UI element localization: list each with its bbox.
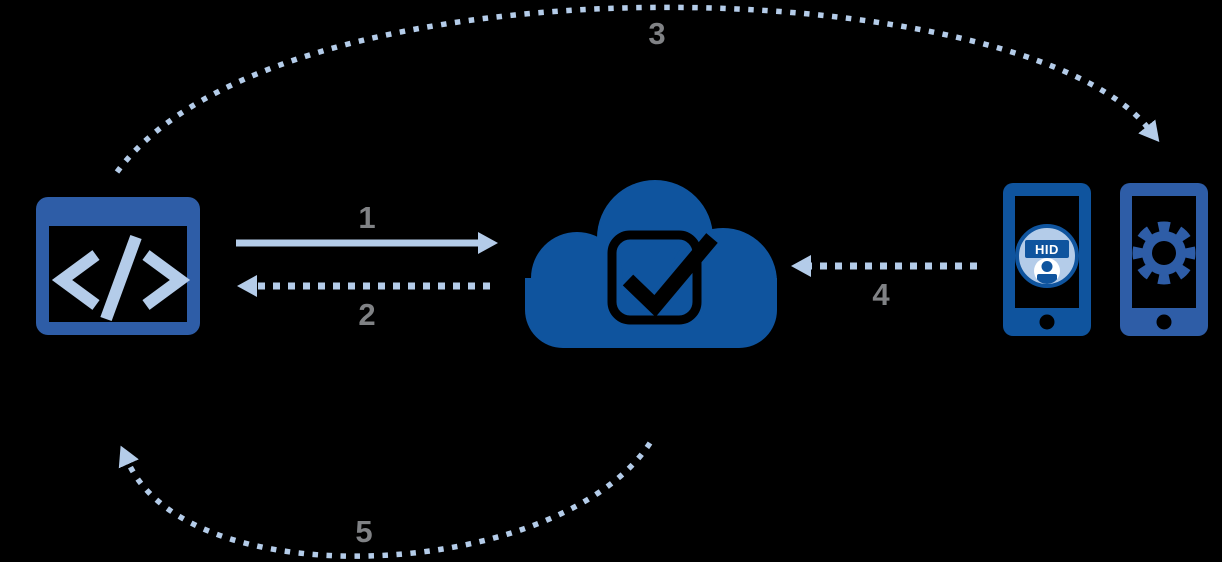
cloud-checkmark-icon <box>525 180 777 348</box>
hid-badge-plate <box>1025 240 1069 258</box>
chevron-right-icon <box>142 250 191 310</box>
hid-badge-text: HID <box>1035 242 1059 257</box>
chevron-left-icon <box>51 250 100 310</box>
step3-arc-arrow <box>114 4 1160 174</box>
code-glyph <box>51 234 191 322</box>
phone-hid-app-icon: HID <box>1003 183 1091 336</box>
step5-arc-arrow <box>118 441 653 559</box>
home-button <box>1156 314 1172 330</box>
step-label-5: 5 <box>355 514 373 549</box>
code-window-icon <box>36 197 200 335</box>
step-label-3: 3 <box>648 16 666 51</box>
step-label-2: 2 <box>358 297 376 332</box>
checkbox-outline <box>607 230 702 325</box>
code-window-frame <box>36 197 200 335</box>
checkmark-icon <box>622 233 718 317</box>
slash-icon <box>100 234 142 322</box>
home-button <box>1039 314 1055 330</box>
gear-icon <box>1132 221 1196 285</box>
phone-gear-icon <box>1120 183 1208 336</box>
person-icon <box>1037 261 1057 284</box>
step-label-4: 4 <box>872 277 890 312</box>
step-label-1: 1 <box>358 200 376 235</box>
